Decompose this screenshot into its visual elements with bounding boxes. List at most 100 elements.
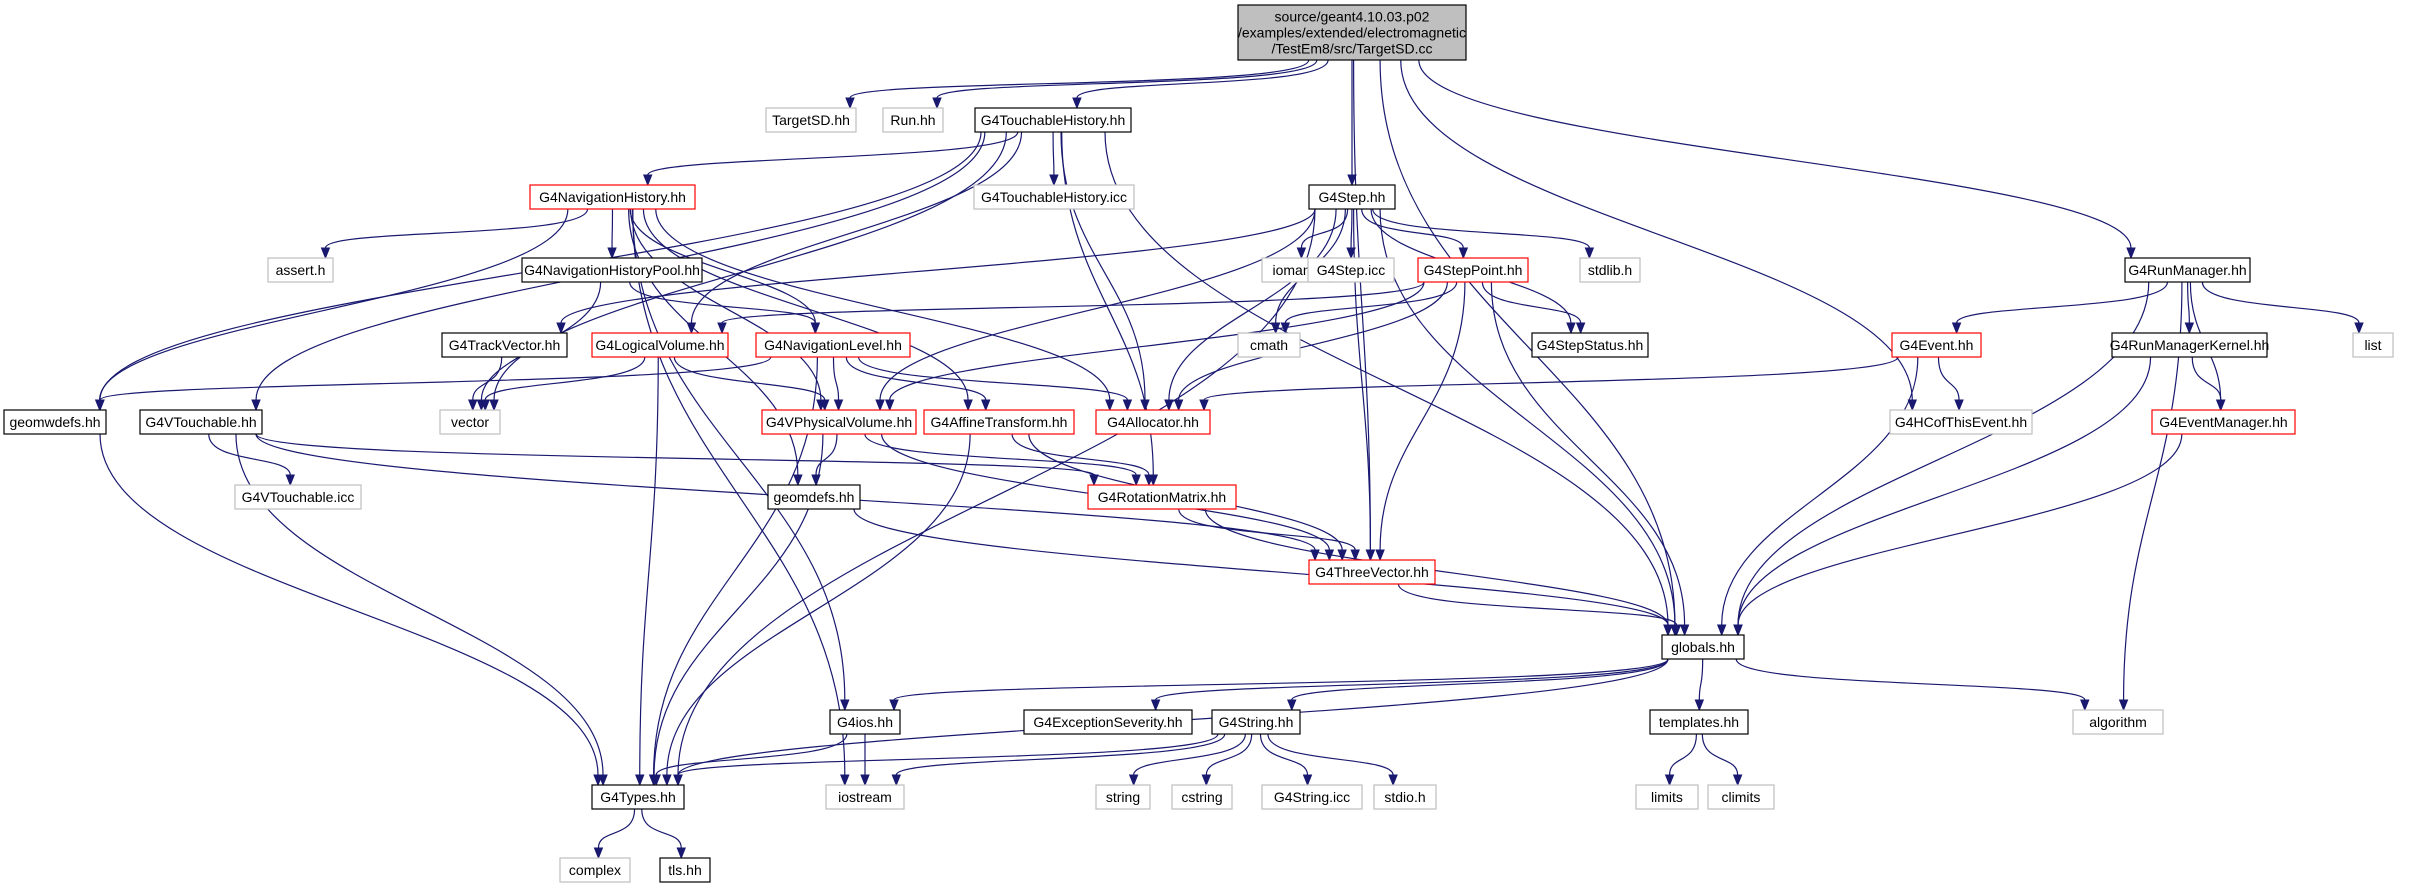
node-label: G4TouchableHistory.icc	[981, 189, 1127, 205]
node-g4-event-manager[interactable]: G4EventManager.hh	[2151, 409, 2296, 435]
node-box	[591, 784, 685, 810]
edge-globals-to-g4-string	[1287, 658, 1669, 712]
node-box	[1095, 409, 1211, 435]
node-box	[1237, 4, 1467, 61]
node-string: string	[1095, 784, 1151, 810]
node-g4-vtouchable[interactable]: G4VTouchable.hh	[139, 409, 263, 435]
node-stdlib: stdlib.h	[1579, 257, 1641, 283]
node-label: stdio.h	[1384, 789, 1425, 805]
node-box	[1211, 709, 1301, 735]
node-g4-exception-severity[interactable]: G4ExceptionSeverity.hh	[1023, 709, 1193, 735]
node-box	[1707, 784, 1775, 810]
node-label: G4StepPoint.hh	[1424, 262, 1523, 278]
node-g4-navigation-level[interactable]: G4NavigationLevel.hh	[755, 332, 911, 358]
node-box	[1649, 709, 1749, 735]
edge-g4-event-to-g4-allocator	[1199, 356, 1899, 412]
edge-g4-step-point-to-g4-step-status	[1481, 281, 1586, 335]
node-globals[interactable]: globals.hh	[1661, 634, 1745, 660]
node-box	[1891, 332, 1982, 358]
edge-root-to-g4-run-manager	[1418, 59, 2136, 260]
node-box	[659, 857, 711, 883]
node-g4-navigation-history[interactable]: G4NavigationHistory.hh	[529, 184, 696, 210]
node-label: G4String.icc	[1274, 789, 1350, 805]
node-label: /TestEm8/src/TargetSD.cc	[1271, 41, 1432, 57]
node-root[interactable]: source/geant4.10.03.p02/examples/extende…	[1237, 4, 1467, 61]
node-box	[2352, 332, 2394, 358]
node-g4-affine-transform[interactable]: G4AffineTransform.hh	[923, 409, 1075, 435]
edge-geomdefs-to-globals	[853, 508, 1673, 637]
edge-g4ios-to-g4-types	[651, 733, 848, 787]
node-g4-types[interactable]: G4Types.hh	[591, 784, 685, 810]
node-templates[interactable]: templates.hh	[1649, 709, 1749, 735]
node-label: stdlib.h	[1588, 262, 1632, 278]
node-box	[529, 184, 696, 210]
edge-layer	[94, 59, 2364, 860]
node-g4-string-icc: G4String.icc	[1261, 784, 1363, 810]
node-label: G4Step.hh	[1319, 189, 1386, 205]
node-g4-step-point[interactable]: G4StepPoint.hh	[1417, 257, 1529, 283]
node-box	[1095, 784, 1151, 810]
node-label: G4NavigationHistory.hh	[539, 189, 686, 205]
edge-g4-affine-transform-to-g4-rotation-matrix	[1011, 433, 1154, 487]
edge-g4-string-to-cstring	[1201, 733, 1253, 787]
node-tls[interactable]: tls.hh	[659, 857, 711, 883]
node-g4-logical-volume[interactable]: G4LogicalVolume.hh	[591, 332, 729, 358]
edge-root-to-g4-step	[1347, 59, 1357, 187]
node-g4-rotation-matrix[interactable]: G4RotationMatrix.hh	[1087, 484, 1237, 510]
node-label: G4RunManager.hh	[2128, 262, 2246, 278]
node-g4ios[interactable]: G4ios.hh	[829, 709, 901, 735]
node-box	[974, 107, 1132, 133]
edge-g4-string-to-g4-string-icc	[1259, 733, 1313, 787]
node-label: G4HCofThisEvent.hh	[1895, 414, 2027, 430]
node-geomdefs[interactable]: geomdefs.hh	[767, 484, 861, 510]
node-g4-run-manager[interactable]: G4RunManager.hh	[2124, 257, 2251, 283]
node-label: Run.hh	[890, 112, 935, 128]
node-g4-navigation-history-pool[interactable]: G4NavigationHistoryPool.hh	[521, 257, 703, 283]
node-label: G4Allocator.hh	[1107, 414, 1199, 430]
node-g4-allocator[interactable]: G4Allocator.hh	[1095, 409, 1211, 435]
edge-g4-step-point-to-g4-allocator	[1173, 281, 1448, 412]
node-box	[441, 332, 568, 358]
node-limits: limits	[1635, 784, 1699, 810]
node-geomwdefs[interactable]: geomwdefs.hh	[3, 409, 107, 435]
node-label: G4String.hh	[1219, 714, 1294, 730]
node-label: G4StepStatus.hh	[1537, 337, 1644, 353]
edge-g4-navigation-history-to-g4-navigation-history-pool	[607, 208, 617, 260]
edge-g4-string-to-string	[1128, 733, 1246, 787]
node-label: assert.h	[276, 262, 326, 278]
edge-g4-run-manager-kernel-to-g4-event-manager	[2191, 356, 2226, 412]
edge-g4ios-to-iostream	[860, 733, 870, 787]
node-box	[825, 784, 905, 810]
node-g4-step[interactable]: G4Step.hh	[1308, 184, 1396, 210]
edge-g4-string-to-stdio	[1267, 733, 1398, 787]
edge-g4-string-to-g4-types	[673, 733, 1219, 787]
edge-templates-to-climits	[1701, 733, 1743, 787]
node-label: G4Types.hh	[600, 789, 676, 805]
edge-g4-logical-volume-to-vector	[480, 356, 646, 412]
node-label: limits	[1651, 789, 1683, 805]
node-g4-touchable-history[interactable]: G4TouchableHistory.hh	[974, 107, 1132, 133]
node-g4-run-manager-kernel[interactable]: G4RunManagerKernel.hh	[2110, 332, 2270, 358]
node-label: algorithm	[2089, 714, 2147, 730]
node-g4-step-status[interactable]: G4StepStatus.hh	[1531, 332, 1649, 358]
node-g4-vtouchable-icc: G4VTouchable.icc	[234, 484, 362, 510]
node-stdio: stdio.h	[1373, 784, 1437, 810]
edge-g4-track-vector-to-vector	[468, 356, 503, 412]
edge-g4-event-manager-to-globals	[1733, 433, 2183, 637]
node-g4-vphysical-volume[interactable]: G4VPhysicalVolume.hh	[761, 409, 917, 435]
node-g4-track-vector[interactable]: G4TrackVector.hh	[441, 332, 568, 358]
edge-g4-step-point-to-g4-three-vector	[1375, 281, 1466, 562]
node-algorithm: algorithm	[2072, 709, 2164, 735]
edge-g4-step-to-g4-step-icc	[1346, 208, 1356, 260]
edge-g4-step-point-to-g4-vphysical-volume	[884, 281, 1425, 412]
node-g4-event[interactable]: G4Event.hh	[1891, 332, 1982, 358]
node-label: complex	[569, 862, 621, 878]
node-label: G4TrackVector.hh	[449, 337, 561, 353]
edge-g4-navigation-history-to-assert	[320, 208, 589, 260]
node-label: G4ThreeVector.hh	[1315, 564, 1429, 580]
node-label: TargetSD.hh	[772, 112, 850, 128]
node-g4-string[interactable]: G4String.hh	[1211, 709, 1301, 735]
node-g4-three-vector[interactable]: G4ThreeVector.hh	[1308, 559, 1436, 585]
edge-g4-touchable-history-to-g4-navigation-history	[643, 131, 1019, 187]
